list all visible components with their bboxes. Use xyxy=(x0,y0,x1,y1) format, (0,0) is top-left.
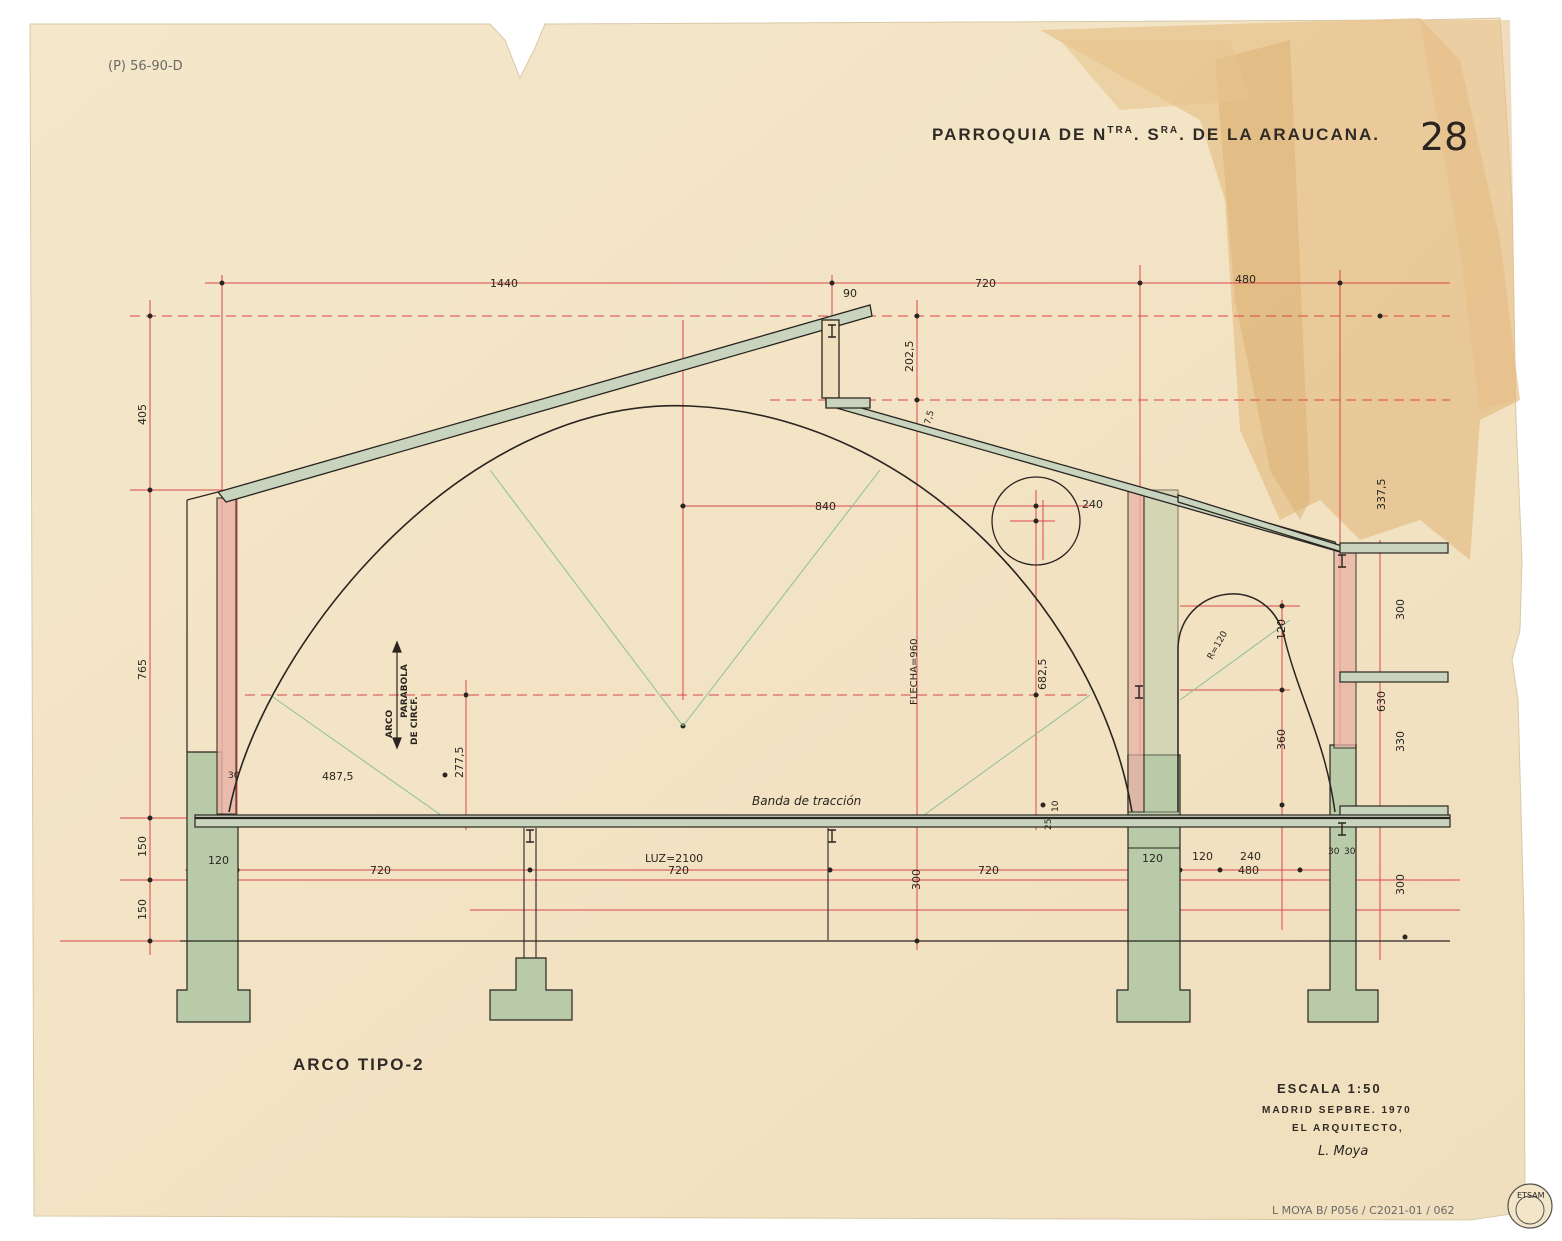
beam-markers xyxy=(526,324,1346,843)
title-mid: . S xyxy=(1134,125,1161,144)
dim-bottom-right-6: 30 xyxy=(1344,847,1356,857)
dim-right-mid-2: 630 xyxy=(1375,691,1388,712)
dim-riser: 202,5 xyxy=(903,341,916,373)
dim-band-small-2: 10 xyxy=(1051,800,1061,812)
dim-top-mid-span: 720 xyxy=(975,277,996,290)
dim-side-arch-top: 120 xyxy=(1275,619,1288,640)
title-superscript-2: RA xyxy=(1161,125,1179,136)
reference-code: (P) 56-90-D xyxy=(108,59,183,74)
luz-label: LUZ=2100 xyxy=(645,852,703,865)
title-superscript-1: TRA xyxy=(1107,125,1134,136)
arch-type-2: PARABOLA xyxy=(400,664,410,718)
archive-stamp: ETSAM xyxy=(1507,1183,1553,1229)
main-arch xyxy=(228,405,1133,813)
architect-signature: L. Moya xyxy=(1318,1144,1368,1159)
dim-right-upper: 337,5 xyxy=(1375,479,1388,511)
dim-right-mid-1: 300 xyxy=(1394,599,1407,620)
dim-left-middle: 765 xyxy=(136,659,149,680)
dim-arch-base-width: 487,5 xyxy=(322,770,354,783)
round-window xyxy=(991,476,1081,566)
dim-bottom-right-1: 120 xyxy=(1142,852,1163,865)
architect-label: EL ARQUITECTO, xyxy=(1292,1123,1404,1134)
dim-bottom-bay-3: 720 xyxy=(978,864,999,877)
floor-slab xyxy=(194,814,1451,849)
adhesive-tape xyxy=(1040,18,1520,560)
dimension-texts-vertical: 405 765 150 150 202,5 7,5 277,5 682,5 25… xyxy=(136,341,1407,921)
dim-bottom-bay-2: 720 xyxy=(668,864,689,877)
arch-type-labels: ARCO PARABOLA DE CIRCF. xyxy=(385,664,420,745)
dim-riser-small: 7,5 xyxy=(923,409,936,425)
dim-bottom-right-2: 120 xyxy=(1192,850,1213,863)
drawing-name: ARCO TIPO-2 xyxy=(293,1055,425,1074)
dim-right-mid-3: 330 xyxy=(1394,731,1407,752)
scale-label: ESCALA 1:50 xyxy=(1277,1081,1382,1096)
dim-top-left-span: 1440 xyxy=(490,277,518,290)
dim-bottom-bay-1: 720 xyxy=(370,864,391,877)
dim-arch-right-height: 682,5 xyxy=(1036,659,1049,691)
project-title: PARROQUIA DE NTRA. SRA. DE LA ARAUCANA. xyxy=(932,125,1380,144)
dim-bottom-right-4: 480 xyxy=(1238,864,1259,877)
dim-bottom-left-1: 120 xyxy=(208,854,229,867)
tie-band-label: Banda de tracción xyxy=(752,794,861,808)
title-suffix: . DE LA ARAUCANA. xyxy=(1179,125,1380,144)
dim-top-small: 90 xyxy=(843,287,857,300)
dim-circle-offset: 240 xyxy=(1082,498,1103,511)
flecha-label: FLECHA=960 xyxy=(909,639,920,705)
dim-arch-width: 840 xyxy=(815,500,836,513)
arch-type-1: ARCO xyxy=(385,709,395,738)
roof-slabs xyxy=(216,304,1343,554)
arc-type-arrow xyxy=(392,640,402,750)
dim-left-lower-1: 150 xyxy=(136,836,149,857)
archive-code: L MOYA B/ P056 / C2021-01 / 062 xyxy=(1272,1204,1454,1217)
support-columns xyxy=(180,828,1450,958)
dim-top-right-span: 480 xyxy=(1235,273,1256,286)
dim-arch-base-rise: 277,5 xyxy=(453,747,466,779)
dim-left-upper: 405 xyxy=(136,404,149,425)
construction-lines-green xyxy=(269,469,1291,819)
stamp-text: ETSAM xyxy=(1517,1191,1545,1200)
dim-bottom-center-depth: 300 xyxy=(910,869,923,890)
dim-foot-small: 30 xyxy=(228,771,240,781)
dimension-texts: 1440 90 720 480 840 240 487,5 30 120 720… xyxy=(208,273,1356,877)
dim-right-lower: 300 xyxy=(1394,874,1407,895)
upper-walls xyxy=(186,489,1357,815)
arch-type-3: DE CIRCF. xyxy=(410,697,420,746)
dim-left-lower-2: 150 xyxy=(136,899,149,920)
dim-band-small-1: 25 xyxy=(1044,819,1054,830)
dim-side-arch-height: 360 xyxy=(1275,729,1288,750)
sheet-number: 28 xyxy=(1420,115,1468,159)
dim-bottom-right-3: 240 xyxy=(1240,850,1261,863)
title-prefix: PARROQUIA DE N xyxy=(932,125,1107,144)
dim-bottom-right-5: 30 xyxy=(1328,847,1340,857)
side-arch xyxy=(1177,593,1336,813)
place-date: MADRID SEPBRE. 1970 xyxy=(1262,1105,1412,1116)
